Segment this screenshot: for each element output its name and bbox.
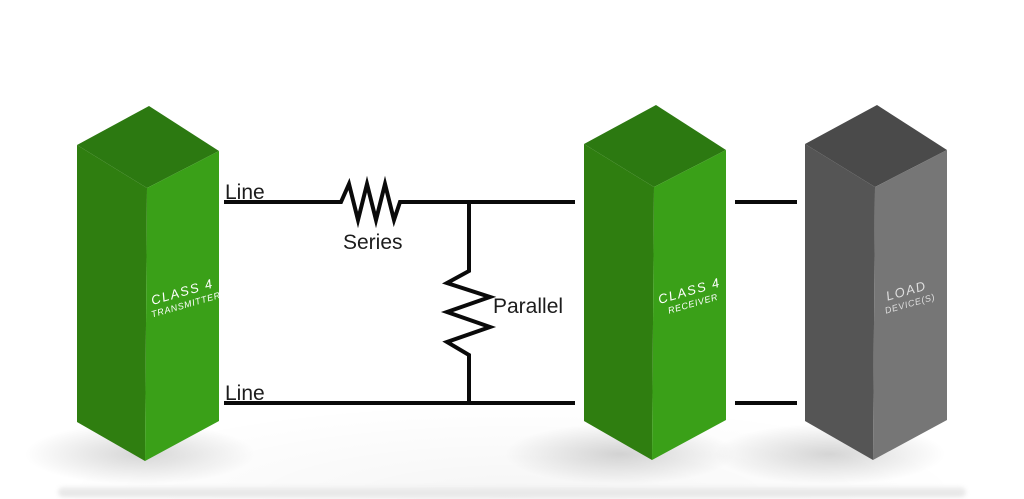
- parallel-label: Parallel: [493, 295, 564, 318]
- pillar-right-face: [652, 150, 726, 460]
- load-pillar-shape: [805, 105, 947, 460]
- pillar-right-face: [873, 150, 947, 460]
- receiver-pillar-shape: [584, 105, 726, 460]
- parallel-resistor-icon: [440, 202, 497, 403]
- pillar-top-face: [77, 106, 219, 188]
- receiver-pillar: CLASS 4 RECEIVER: [584, 103, 727, 460]
- load-pillar: LOAD DEVICE(S): [805, 103, 948, 460]
- top-line-with-series-resistor-icon: [224, 175, 575, 229]
- line-label-top: Line: [225, 181, 265, 204]
- pillar-left-face: [805, 144, 875, 460]
- transmitter-pillar-shape: [77, 106, 219, 461]
- pillar-top-face: [584, 105, 726, 187]
- series-label: Series: [343, 231, 403, 254]
- pillar-right-face: [145, 151, 219, 461]
- pillar-top-face: [805, 105, 947, 187]
- pillar-left-face: [584, 144, 654, 460]
- line-label-bottom: Line: [225, 382, 265, 405]
- transmitter-pillar: CLASS 4 TRANSMITTER: [77, 104, 222, 461]
- pillar-left-face: [77, 145, 147, 461]
